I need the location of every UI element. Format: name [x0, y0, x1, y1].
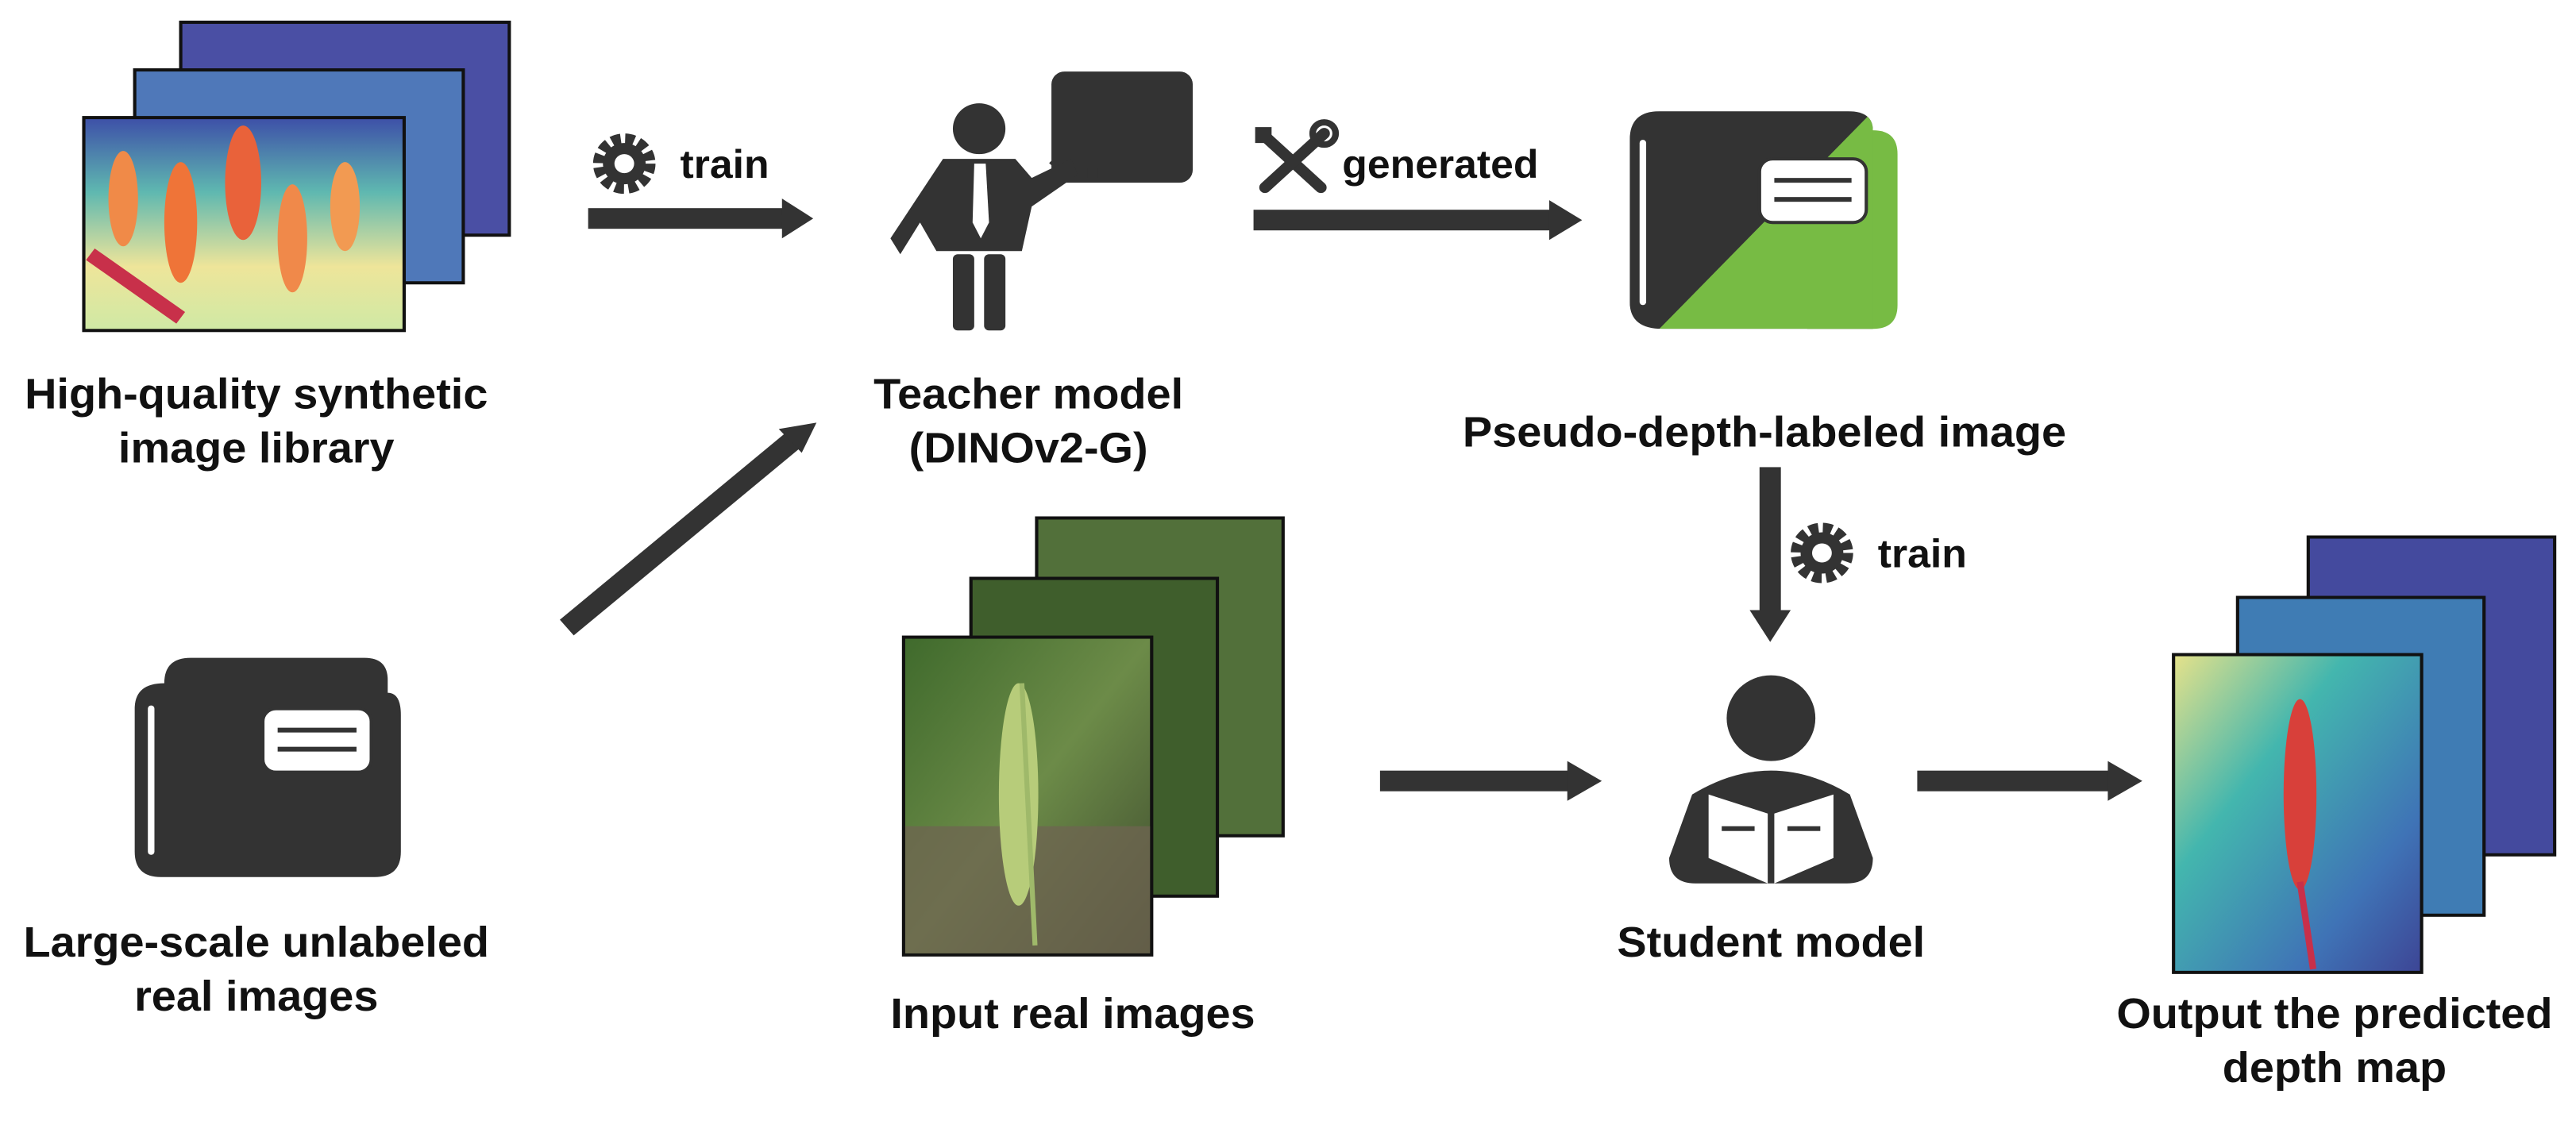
arrow-train-to-teacher — [588, 198, 814, 239]
synthetic-image-front — [82, 116, 407, 333]
train-label-2: train — [1878, 531, 1967, 576]
output-depth-stack — [2172, 535, 2557, 974]
teacher-label-line2: (DINOv2-G) — [909, 423, 1148, 472]
teacher-icon — [890, 71, 1194, 331]
arrow-input-to-student — [1379, 761, 1602, 801]
arrow-train-to-student — [1749, 467, 1791, 642]
tools-icon — [1255, 119, 1340, 194]
teacher-label-line1: Teacher model — [873, 369, 1183, 418]
arrow-generated — [1253, 200, 1583, 241]
train-label-1: train — [681, 142, 769, 187]
input-real-image-stack — [901, 516, 1285, 957]
unlabeled-label-line2: real images — [134, 972, 378, 1020]
student-icon — [1669, 675, 1873, 884]
synthetic-image-stack — [82, 21, 511, 333]
arrow-student-to-output — [1917, 761, 2142, 801]
input-real-image-front — [901, 635, 1154, 957]
output-label-line1: Output the predicted — [2116, 989, 2552, 1038]
gear-icon — [592, 133, 656, 195]
output-label-line2: depth map — [2223, 1043, 2447, 1092]
output-depth-front — [2172, 653, 2424, 974]
synthetic-library-label-line1: High-quality synthetic — [25, 369, 488, 418]
gear-icon — [1791, 522, 1853, 584]
input-real-label: Input real images — [890, 989, 1255, 1038]
unlabeled-label-line1: Large-scale unlabeled — [23, 918, 489, 966]
arrow-unlabeled-to-teacher — [560, 422, 817, 636]
pseudo-labeled-label: Pseudo-depth-labeled image — [1463, 407, 2066, 456]
unlabeled-folder-icon — [134, 657, 401, 877]
generated-label: generated — [1342, 142, 1538, 187]
pseudo-labeled-folder-icon — [1629, 111, 1898, 329]
student-label: Student model — [1617, 918, 1925, 966]
synthetic-library-label-line2: image library — [118, 423, 395, 472]
